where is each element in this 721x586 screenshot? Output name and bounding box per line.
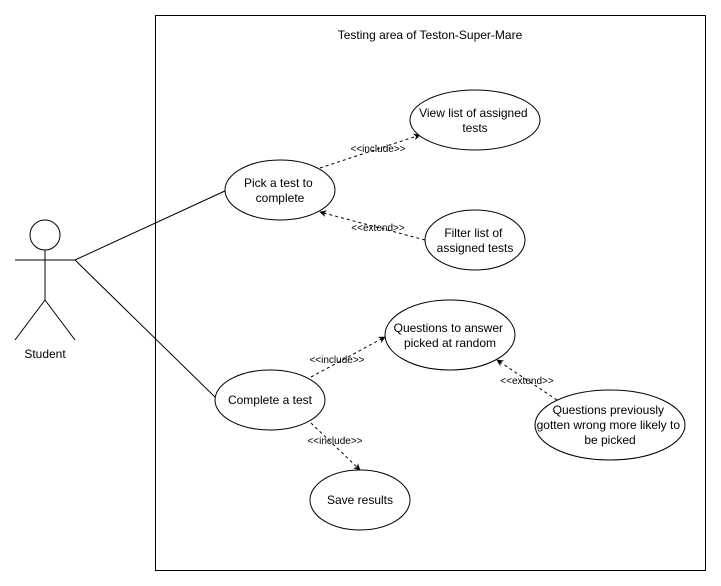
- use-case-questions-wrong: Questions previously gotten wrong more l…: [534, 389, 686, 461]
- use-case-shape: [224, 159, 336, 221]
- use-case-line: Questions to answer: [394, 321, 503, 335]
- actor-student: [14, 219, 76, 341]
- svg-text:Pick a test to complete: Pick a test to complete: [244, 176, 316, 205]
- use-case-filter-list: Filter list of assigned tests: [424, 209, 526, 271]
- use-case-line: Questions previously: [553, 403, 664, 417]
- use-case-line: gotten wrong more likely to: [537, 418, 681, 432]
- svg-text:Questions to answer pick: Questions to answer picked at random: [394, 321, 507, 350]
- use-case-complete-test: Complete a test: [214, 369, 326, 431]
- use-case-shape: [424, 209, 526, 271]
- use-case-shape: [309, 469, 411, 531]
- use-case-line: complete: [256, 191, 305, 205]
- label-include-questions: <<include>>: [309, 355, 364, 366]
- association-pick-test: [74, 189, 228, 261]
- use-case-line: be picked: [584, 433, 635, 447]
- include-edge-questions: [310, 336, 386, 378]
- use-case-line: Filter list of: [444, 226, 503, 240]
- label-include-save: <<include>>: [307, 436, 362, 447]
- extend-edge-filter: [319, 210, 426, 241]
- use-case-shape: [214, 369, 326, 431]
- svg-text:Save results: Save results: [327, 493, 393, 507]
- use-case-shape: [409, 89, 541, 151]
- boundary-title: Testing area of Teston-Super-Mare: [338, 28, 523, 42]
- use-case-view-list: View list of assigned tests: [409, 89, 541, 151]
- use-case-line: picked at random: [404, 336, 496, 350]
- include-edge-save: [310, 422, 361, 471]
- label-extend-wrong: <<extend>>: [500, 376, 554, 387]
- svg-text:Complete a test: Complete a test: [228, 393, 313, 407]
- actor-head: [29, 219, 61, 251]
- use-case-line: Pick a test to: [244, 176, 313, 190]
- use-case-line: Complete a test: [228, 393, 313, 407]
- label-extend-filter: <<extend>>: [351, 223, 405, 234]
- use-case-shape: [384, 299, 516, 371]
- extend-edge-wrong: [496, 359, 558, 401]
- svg-text:View list of assigned te: View list of assigned tests: [419, 106, 531, 135]
- use-case-line: assigned tests: [437, 241, 514, 255]
- use-case-questions-random: Questions to answer picked at random: [384, 299, 516, 371]
- svg-text:Questions previously got: Questions previously gotten wrong more l…: [537, 403, 684, 447]
- use-case-line: tests: [462, 121, 487, 135]
- association-complete-test: [74, 259, 217, 399]
- use-case-save-results: Save results: [309, 469, 411, 531]
- use-case-line: View list of assigned: [419, 106, 528, 120]
- actor-left-leg: [14, 299, 46, 341]
- use-case-line: Save results: [327, 493, 393, 507]
- label-include-view: <<include>>: [350, 144, 405, 155]
- use-case-shape: [534, 389, 686, 461]
- actor-label: Student: [24, 347, 66, 361]
- system-boundary: [155, 15, 706, 571]
- use-case-pick-test: Pick a test to complete: [224, 159, 336, 221]
- actor-right-leg: [44, 299, 76, 341]
- svg-text:Filter list of assigned: Filter list of assigned tests: [437, 226, 514, 255]
